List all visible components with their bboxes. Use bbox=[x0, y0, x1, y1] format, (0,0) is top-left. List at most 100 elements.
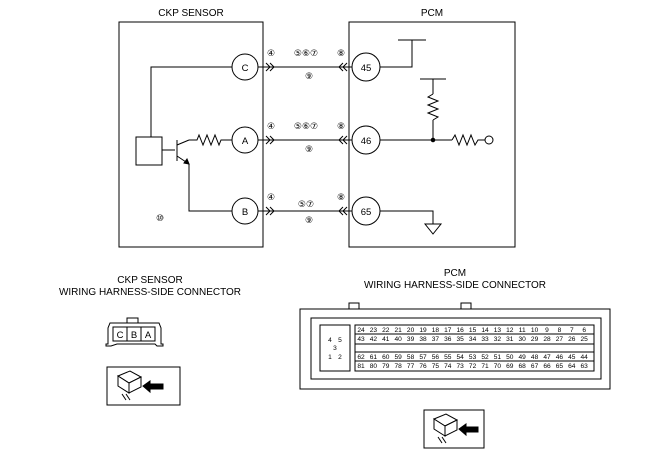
pcm-terminal-number: 41 bbox=[382, 336, 390, 343]
sensor-element bbox=[135, 136, 163, 166]
pcm-terminal-number: 52 bbox=[481, 354, 489, 361]
pcm-terminal-number: 15 bbox=[469, 327, 477, 334]
pcm-terminal-number: 76 bbox=[419, 363, 427, 370]
chevron-right-icon bbox=[265, 62, 271, 72]
chevron-left-icon bbox=[338, 62, 344, 72]
pcm-terminal-number: 60 bbox=[382, 354, 390, 361]
pcm-terminal-number: 75 bbox=[432, 363, 440, 370]
pcm-terminal-number: 54 bbox=[457, 354, 465, 361]
chevron-left-icon bbox=[338, 206, 344, 216]
pcm-terminal-number: 43 bbox=[357, 336, 365, 343]
connector-view-icon bbox=[432, 413, 479, 444]
pcm-connector-small-block bbox=[319, 324, 351, 372]
pcm-terminal-number: 81 bbox=[357, 363, 365, 370]
chevron-left-icon bbox=[338, 135, 344, 145]
pcm-terminal-number: 53 bbox=[469, 354, 477, 361]
ckp-connector-face bbox=[112, 326, 156, 342]
pcm-terminal-number: 65 bbox=[556, 363, 564, 370]
pcm-terminal-number: 80 bbox=[370, 363, 378, 370]
pcm-terminal-number: 38 bbox=[419, 336, 427, 343]
pcm-connector-inner bbox=[310, 317, 602, 380]
pcm-terminal-number: 57 bbox=[419, 354, 427, 361]
pcm-terminal-number: 13 bbox=[494, 327, 502, 334]
chevron-right-icon bbox=[269, 62, 275, 72]
pcm-terminal-number: 55 bbox=[444, 354, 452, 361]
pcm-terminal-number: 47 bbox=[543, 354, 551, 361]
pcm-view-direction-box bbox=[423, 409, 485, 449]
ref-b-below: ⑨ bbox=[305, 215, 313, 225]
pcm-terminal-number: 8 bbox=[558, 327, 562, 334]
pcm-terminal-number: 61 bbox=[370, 354, 378, 361]
chevron-right-icon bbox=[269, 206, 275, 216]
pcm-terminal-number: 78 bbox=[395, 363, 403, 370]
ref-a-below: ⑨ bbox=[305, 144, 313, 154]
ckp-pin-b-label: B bbox=[242, 207, 248, 218]
pcm-terminal-number: 24 bbox=[357, 327, 365, 334]
ckp-sensor-box bbox=[118, 21, 264, 248]
ckp-connector-caption-2: WIRING HARNESS-SIDE CONNECTOR bbox=[59, 287, 241, 298]
pcm-terminal-number: 14 bbox=[481, 327, 489, 334]
pcm-terminal-number: 46 bbox=[556, 354, 564, 361]
pcm-terminal-number: 58 bbox=[407, 354, 415, 361]
pcm-small-terminal: 3 bbox=[333, 345, 337, 352]
pcm-terminal-number: 45 bbox=[568, 354, 576, 361]
pcm-terminal-number: 56 bbox=[432, 354, 440, 361]
pcm-terminal-number: 9 bbox=[545, 327, 549, 334]
pcm-connector-tab-right bbox=[460, 302, 472, 310]
pcm-45-wire bbox=[380, 40, 413, 68]
pcm-terminal-number: 48 bbox=[531, 354, 539, 361]
pcm-pin-45-label: 45 bbox=[361, 63, 372, 74]
pcm-terminal-number: 40 bbox=[395, 336, 403, 343]
pcm-terminal-number: 30 bbox=[519, 336, 527, 343]
pcm-terminal-number: 39 bbox=[407, 336, 415, 343]
pcm-small-terminal: 4 bbox=[328, 337, 332, 344]
sensor-ref-number: ⑩ bbox=[156, 213, 164, 223]
pcm-terminal-number: 51 bbox=[494, 354, 502, 361]
ckp-pin-a-label: A bbox=[242, 136, 249, 147]
pcm-terminal-number: 23 bbox=[370, 327, 378, 334]
pcm-terminal-number: 36 bbox=[444, 336, 452, 343]
pullup-resistor bbox=[426, 93, 440, 121]
pcm-terminal-number: 31 bbox=[506, 336, 514, 343]
pcm-small-terminal: 5 bbox=[338, 337, 342, 344]
pcm-terminal-number: 18 bbox=[432, 327, 440, 334]
pcm-terminal-number: 16 bbox=[457, 327, 465, 334]
ref-c-middle: ⑤⑥⑦ bbox=[294, 48, 318, 58]
pcm-terminal-number: 37 bbox=[432, 336, 440, 343]
pcm-box bbox=[348, 21, 516, 248]
pcm-terminal-number: 22 bbox=[382, 327, 390, 334]
pcm-65-wire bbox=[380, 210, 434, 224]
pcm-terminal-number: 32 bbox=[494, 336, 502, 343]
pcm-terminal-number: 12 bbox=[506, 327, 514, 334]
pcm-terminal-number: 21 bbox=[395, 327, 403, 334]
pcm-terminal-number: 66 bbox=[543, 363, 551, 370]
pcm-terminal-number: 63 bbox=[581, 363, 589, 370]
sensor-b-wire bbox=[188, 164, 232, 212]
pcm-terminal-number: 19 bbox=[419, 327, 427, 334]
ckp-connector-caption-1: CKP SENSOR bbox=[117, 275, 182, 286]
pcm-terminal-number: 64 bbox=[568, 363, 576, 370]
pcm-terminal-number: 74 bbox=[444, 363, 452, 370]
pcm-terminal-number: 29 bbox=[531, 336, 539, 343]
emitter-arrow bbox=[183, 157, 190, 165]
pcm-terminal-number: 67 bbox=[531, 363, 539, 370]
chevron-right-icon bbox=[265, 206, 271, 216]
ref-a-left: ④ bbox=[267, 121, 275, 131]
pcm-input-terminal bbox=[484, 135, 494, 145]
pcm-terminal-number: 10 bbox=[531, 327, 539, 334]
pcm-connector-caption-2: WIRING HARNESS-SIDE CONNECTOR bbox=[364, 280, 546, 291]
ckp-pin-c-label: C bbox=[242, 63, 249, 74]
pcm-terminal-number: 77 bbox=[407, 363, 415, 370]
pcm-title: PCM bbox=[421, 8, 443, 19]
pcm-connector-tab-left bbox=[348, 302, 360, 310]
ckp-connector-latch bbox=[126, 317, 139, 324]
pcm-terminal-number: 11 bbox=[519, 327, 526, 334]
ckp-sensor-title: CKP SENSOR bbox=[158, 8, 223, 19]
pcm-connector-shell bbox=[299, 308, 611, 390]
chevron-left-icon bbox=[342, 206, 348, 216]
pcm-terminal-number: 70 bbox=[494, 363, 502, 370]
pcm-terminal-number: 73 bbox=[457, 363, 465, 370]
pcm-terminal-number: 26 bbox=[568, 336, 576, 343]
connector-view-icon bbox=[116, 370, 164, 401]
